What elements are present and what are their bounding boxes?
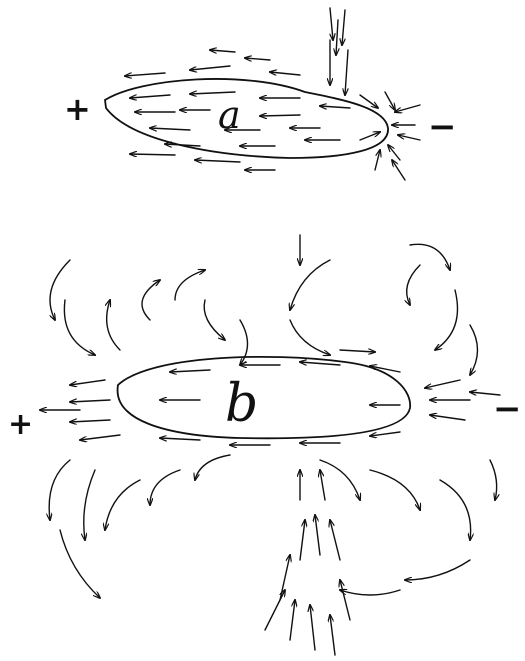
flow-arrow <box>385 92 395 110</box>
flow-arrow <box>320 460 360 500</box>
flow-arrow <box>265 590 285 630</box>
flow-arrow <box>490 460 497 500</box>
flow-arrow <box>70 400 110 402</box>
flow-arrow <box>290 260 330 310</box>
arrows-panel-b <box>40 235 500 655</box>
flow-arrow <box>204 300 225 340</box>
cell-b-outline <box>118 357 411 438</box>
flow-arrow <box>70 420 110 422</box>
cell-label-a: a <box>218 96 241 134</box>
flow-arrow <box>150 128 190 130</box>
flow-arrow <box>105 480 140 530</box>
flow-arrow <box>336 20 338 55</box>
flow-arrow <box>425 380 460 388</box>
flow-arrow <box>150 470 180 505</box>
flow-arrow <box>320 106 350 108</box>
flow-arrow <box>210 50 235 52</box>
flow-arrow <box>370 470 420 510</box>
flow-arrow <box>330 615 335 655</box>
flow-arrow <box>245 58 270 60</box>
flow-arrow <box>130 95 170 98</box>
flow-arrow <box>315 515 320 555</box>
flow-arrow <box>190 66 230 70</box>
flow-arrow <box>170 370 210 372</box>
flow-arrow <box>410 244 450 270</box>
flow-arrow <box>107 300 120 350</box>
flow-arrow <box>50 260 70 320</box>
flow-arrow <box>310 605 315 650</box>
flow-arrow <box>388 145 400 160</box>
flow-arrow <box>300 520 305 560</box>
flow-arrow <box>300 362 340 365</box>
flow-arrow <box>435 290 458 350</box>
flow-arrow <box>440 480 471 540</box>
minus-sign-a: − <box>428 110 457 144</box>
flow-arrow <box>165 144 200 146</box>
flow-arrow <box>270 72 300 75</box>
flow-arrow <box>330 520 340 560</box>
flow-arrow <box>130 154 175 155</box>
flow-arrow <box>405 560 470 580</box>
flow-arrow <box>395 105 420 112</box>
flow-arrow <box>125 73 165 76</box>
flow-arrow <box>290 320 330 355</box>
flow-arrow <box>320 470 325 500</box>
flow-arrow <box>340 350 375 352</box>
flow-arrow <box>195 160 240 162</box>
flow-arrow <box>290 600 295 640</box>
cell-label-b: b <box>225 378 258 430</box>
flow-arrow <box>375 150 380 170</box>
flow-arrow <box>360 132 380 140</box>
flow-arrow <box>60 530 100 598</box>
plus-sign-b: + <box>8 410 33 440</box>
flow-arrow <box>430 415 465 420</box>
plus-sign-a: + <box>64 93 91 125</box>
flow-arrow <box>240 320 248 365</box>
flow-arrow <box>80 435 120 440</box>
flow-arrow <box>470 325 478 375</box>
flow-arrow <box>398 135 420 140</box>
minus-sign-b: − <box>493 392 522 426</box>
flow-arrow <box>407 265 420 305</box>
flow-arrow <box>142 280 160 320</box>
flow-arrow <box>370 432 400 436</box>
flow-arrow <box>84 470 95 540</box>
arrows-panel-a <box>125 8 420 180</box>
flow-arrow <box>392 160 405 180</box>
flow-arrow <box>49 460 70 520</box>
flow-arrow <box>330 8 333 40</box>
flow-arrow <box>260 115 300 116</box>
flow-arrow <box>340 590 400 595</box>
flow-arrow <box>280 555 290 600</box>
flow-arrow <box>175 270 205 300</box>
flow-arrow <box>195 455 230 480</box>
flow-arrow <box>342 10 345 45</box>
flow-arrow <box>64 300 95 355</box>
flow-arrow <box>70 380 105 385</box>
flow-arrow <box>340 580 350 620</box>
flow-arrow <box>345 50 348 95</box>
flow-arrow <box>160 438 200 440</box>
